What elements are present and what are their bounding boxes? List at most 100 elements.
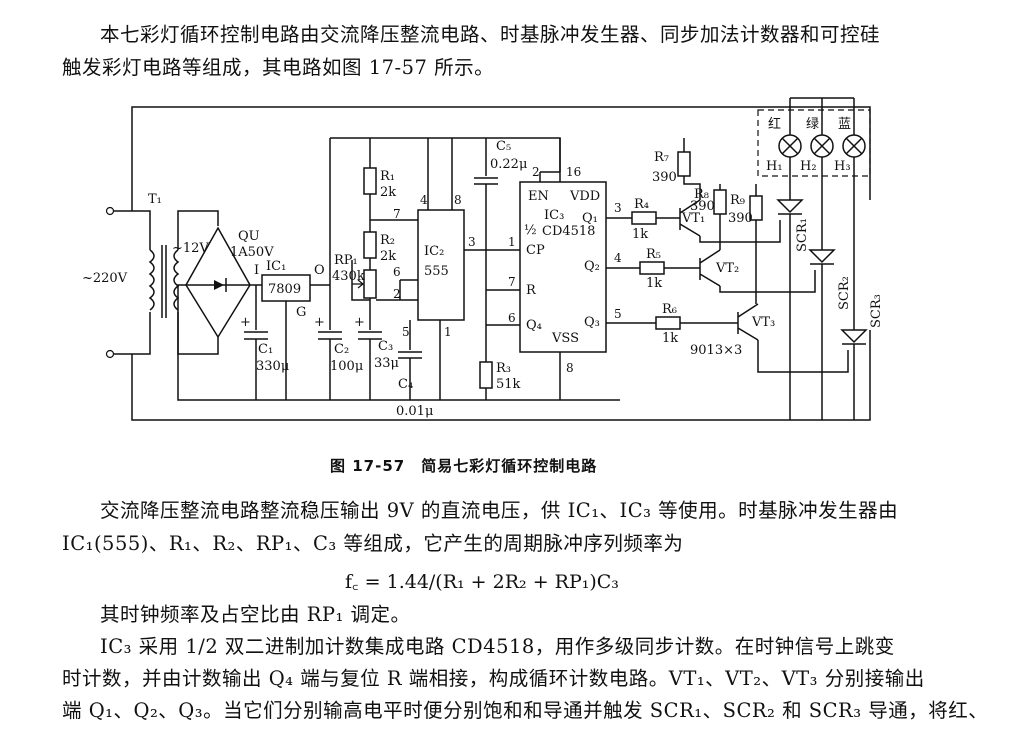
input-voltage-label: ~220V [82, 271, 128, 286]
c3-ref: C₃ [378, 339, 393, 354]
body-p1-line2: IC₁(555)、R₁、R₂、RP₁、C₃ 等组成，它产生的周期脉冲序列频率为 [62, 532, 684, 555]
scr2-label: SCR₂ [837, 276, 852, 310]
frequency-formula: f꜀ = 1.44/(R₁ + 2R₂ + RP₁)C₃ [345, 571, 619, 593]
svg-text:4: 4 [420, 193, 428, 207]
svg-text:8: 8 [566, 361, 574, 375]
transformer-t1: T₁ ~12V [148, 192, 219, 355]
lamp-color-green: 绿 [806, 117, 819, 132]
lamp-h2: H₂ [800, 159, 817, 174]
scr3-label: SCR₃ [869, 294, 884, 328]
svg-text:6: 6 [393, 265, 401, 279]
transistor-note: 9013×3 [690, 343, 742, 358]
r4-value: 1k [632, 227, 648, 242]
r1-ref: R₁ [380, 169, 395, 184]
svg-text:R: R [526, 283, 537, 298]
svg-text:5: 5 [402, 325, 410, 339]
ic3-cd4518: 2 16 EN VDD IC₃ CD4518 ½ CP R Q₄ VSS Q₁ … [508, 138, 622, 400]
regulator-ref: IC₁ [266, 259, 286, 274]
r5-ref: R₅ [646, 247, 661, 262]
ic3-ref: IC₃ [544, 208, 564, 223]
svg-text:7: 7 [508, 275, 516, 289]
c4-ref: C₄ [398, 377, 413, 392]
scr1-label: SCR₁ [795, 218, 810, 252]
c1-value: 330μ [256, 359, 289, 374]
r9-value: 390 [728, 211, 753, 226]
svg-text:5: 5 [614, 307, 622, 321]
r2-ref: R₂ [380, 233, 395, 248]
ic2-555: IC₂ 555 4 8 7 6 2 5 C₄ 0.01μ 1 3 [393, 138, 520, 419]
svg-text:+: + [354, 315, 365, 330]
rp1-value: 430k [332, 269, 365, 284]
lamp-panel: 红 绿 蓝 H₁ H₂ H₃ SCR₁ SCR₂ SCR₃ [757, 97, 884, 420]
svg-text:16: 16 [566, 165, 581, 179]
capacitor-c2: + C₂ 100μ [314, 137, 561, 400]
body-p2: 其时钟频率及占空比由 RP₁ 调定。 [100, 603, 411, 626]
regulator-pin-in: I [254, 263, 259, 278]
intro-line-1: 本七彩灯循环控制电路由交流降压整流电路、时基脉冲发生器、同步加法计数器和可控硅 [100, 23, 881, 46]
svg-text:Q₂: Q₂ [584, 259, 600, 274]
svg-text:1: 1 [508, 235, 516, 249]
svg-text:+: + [240, 315, 251, 330]
r9-ref: R₉ [730, 193, 745, 208]
c2-value: 100μ [330, 359, 363, 374]
svg-text:3: 3 [468, 235, 476, 249]
svg-text:1: 1 [444, 325, 452, 339]
r7-ref: R₇ [654, 150, 669, 165]
c3-value: 33μ [374, 356, 399, 371]
svg-text:Q₄: Q₄ [526, 318, 542, 333]
body-p3-line1: IC₃ 采用 1/2 双二进制加计数集成电路 CD4518，用作多级同步计数。在… [100, 635, 895, 658]
svg-text:8: 8 [454, 193, 462, 207]
vt1-label: VT₁ [681, 211, 705, 226]
transformer-label: T₁ [148, 192, 162, 207]
ic2-model: 555 [424, 264, 449, 279]
r3-value: 51k [496, 377, 521, 392]
svg-text:+: + [314, 315, 325, 330]
lamp-h1: H₁ [766, 159, 783, 174]
c5-r3: C₅ 0.22μ R₃ 51k [474, 138, 527, 400]
r7-value: 390 [652, 170, 677, 185]
svg-text:7: 7 [393, 207, 401, 221]
secondary-voltage-label: ~12V [172, 241, 209, 256]
svg-text:3: 3 [614, 201, 622, 215]
c2-ref: C₂ [334, 342, 349, 357]
timing-network: R₁ 2k R₂ 2k RP₁ 430k + C₃ 33μ [332, 138, 418, 400]
intro-line-2: 触发彩灯电路等组成，其电路如图 17-57 所示。 [62, 56, 495, 79]
svg-text:6: 6 [508, 311, 516, 325]
r6-value: 1k [662, 331, 678, 346]
bridge-label: QU [238, 229, 260, 244]
r2-value: 2k [380, 249, 396, 264]
svg-text:Q₃: Q₃ [584, 315, 600, 330]
regulator-pin-out: O [314, 263, 325, 278]
lamp-color-blue: 蓝 [838, 117, 851, 132]
r5-value: 1k [646, 276, 662, 291]
r4-ref: R₄ [634, 197, 649, 212]
svg-text:VDD: VDD [569, 189, 600, 204]
regulator-pin-gnd: G [296, 305, 306, 320]
svg-text:2: 2 [393, 287, 401, 301]
r6-ref: R₆ [662, 302, 677, 317]
c5-value: 0.22μ [490, 157, 527, 172]
body-p3-line2: 时计数，并由计数输出 Q₄ 端与复位 R 端相接，构成循环计数电路。VT₁、VT… [62, 667, 925, 690]
rp1-ref: RP₁ [334, 253, 358, 268]
svg-text:2: 2 [532, 165, 540, 179]
vt3-label: VT₃ [751, 315, 775, 330]
svg-text:EN: EN [528, 189, 549, 204]
mains-input: ~220V [82, 106, 871, 421]
svg-text:VSS: VSS [551, 331, 579, 346]
regulator-ic1: IC₁ 7809 I O G [254, 259, 330, 400]
lamp-color-red: 红 [768, 116, 781, 132]
bridge-rating: 1A50V [230, 245, 274, 260]
c4-value: 0.01μ [396, 404, 433, 419]
driver-stage: R₄ 1k R₅ 1k R₆ 1k VT₁ VT₂ VT₃ 9013×3 R₇ … [606, 138, 849, 373]
c5-ref: C₅ [496, 139, 511, 154]
regulator-model: 7809 [268, 282, 301, 297]
r1-value: 2k [380, 185, 396, 200]
svg-text:CP: CP [526, 243, 545, 258]
body-p1-line1: 交流降压整流电路整流稳压输出 9V 的直流电压，供 IC₁、IC₃ 等使用。时基… [100, 499, 899, 522]
c1-ref: C₁ [258, 342, 273, 357]
ic2-ref: IC₂ [424, 244, 444, 259]
vt2-label: VT₂ [715, 261, 739, 276]
ic3-model: CD4518 [542, 224, 595, 239]
bridge-rectifier: QU 1A50V [177, 226, 620, 401]
lamp-h3: H₃ [834, 159, 851, 174]
